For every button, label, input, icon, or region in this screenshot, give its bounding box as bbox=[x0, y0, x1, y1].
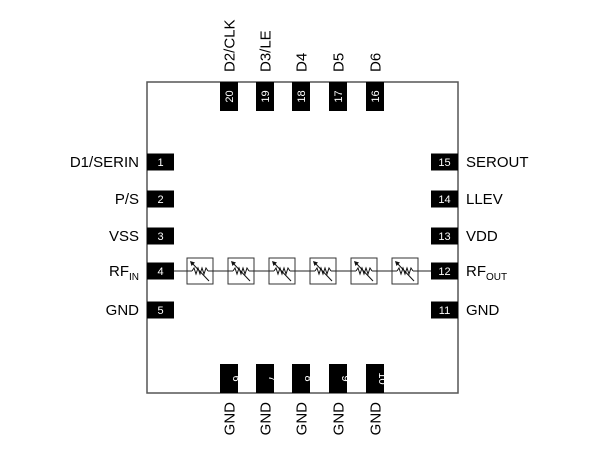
pin-pad bbox=[147, 190, 174, 208]
pin-number: 20 bbox=[224, 90, 236, 102]
pin-pad bbox=[147, 227, 174, 245]
pin-label: GND bbox=[294, 402, 311, 436]
pin-pad bbox=[147, 153, 174, 171]
pin-number: 3 bbox=[157, 231, 163, 243]
pin-number: 14 bbox=[438, 194, 450, 206]
pin-number: 18 bbox=[296, 90, 308, 102]
pin-number: 4 bbox=[157, 266, 163, 278]
variable-resistor-icon bbox=[391, 257, 419, 285]
pin-pad bbox=[431, 301, 458, 319]
pin-pad bbox=[431, 262, 458, 280]
pin-number: 17 bbox=[333, 90, 345, 102]
package-outline bbox=[146, 81, 459, 394]
pin-1: 1 D1/SERIN bbox=[70, 153, 174, 171]
pin-pad bbox=[256, 364, 274, 393]
pin-label: GND bbox=[258, 402, 275, 436]
pin-2: 2 P/S bbox=[115, 190, 174, 208]
pin-number: 15 bbox=[438, 157, 450, 169]
pin-label: LLEV bbox=[466, 191, 503, 208]
variable-resistor-icon bbox=[350, 257, 378, 285]
pin-4: 4 RFIN bbox=[109, 262, 174, 283]
pin-label: GND bbox=[331, 402, 348, 436]
pin-pad bbox=[256, 82, 274, 111]
pin-label: RFOUT bbox=[466, 263, 507, 283]
pin-label: GND bbox=[222, 402, 239, 436]
pin-number: 13 bbox=[438, 231, 450, 243]
pin-pad bbox=[366, 82, 384, 111]
pin-20: 20 D2/CLK bbox=[220, 19, 239, 111]
pin-number: 11 bbox=[439, 305, 450, 317]
pin-pad bbox=[292, 364, 310, 393]
pin-label: D5 bbox=[331, 53, 348, 72]
pin-number: 9 bbox=[339, 375, 351, 381]
variable-resistor-icon bbox=[268, 257, 296, 285]
pins-left: 1 D1/SERIN 2 P/S 3 VSS 4 RFIN 5 GND bbox=[70, 153, 174, 319]
pin-label: D1/SERIN bbox=[70, 154, 139, 171]
pin-label: RFIN bbox=[109, 263, 139, 283]
pin-number: 5 bbox=[157, 305, 163, 317]
pin-5: 5 GND bbox=[106, 301, 174, 319]
pin-pad bbox=[329, 364, 347, 393]
pin-15: 15 SEROUT bbox=[431, 153, 529, 171]
pin-pad bbox=[220, 82, 238, 111]
pin-pad bbox=[220, 364, 238, 393]
pin-pad bbox=[366, 364, 384, 393]
pin-pad bbox=[431, 190, 458, 208]
pin-pad bbox=[147, 301, 174, 319]
pin-number: 10 bbox=[376, 372, 388, 384]
pin-label: GND bbox=[106, 302, 140, 319]
variable-resistor-icon bbox=[186, 257, 214, 285]
pin-label: VDD bbox=[466, 228, 498, 245]
pin-pad bbox=[431, 227, 458, 245]
pin-3: 3 VSS bbox=[109, 227, 174, 245]
pin-label: SEROUT bbox=[466, 154, 529, 171]
variable-resistor-icon bbox=[309, 257, 337, 285]
pin-label: GND bbox=[368, 402, 385, 436]
pin-number: 8 bbox=[302, 375, 314, 381]
pin-13: 13 VDD bbox=[431, 227, 498, 245]
pin-label: D4 bbox=[294, 53, 311, 72]
pin-11: 11 GND bbox=[431, 301, 500, 319]
pin-label: D3/LE bbox=[258, 30, 275, 72]
pins-right: 11 GND 12 RFOUT 13 VDD 14 LLEV 15 SEROUT bbox=[431, 153, 529, 319]
pin-label: GND bbox=[466, 302, 500, 319]
pin-14: 14 LLEV bbox=[431, 190, 503, 208]
pin-number: 6 bbox=[230, 375, 242, 381]
pin-number: 16 bbox=[370, 90, 382, 102]
pin-12: 12 RFOUT bbox=[431, 262, 507, 283]
pin-label: D6 bbox=[368, 53, 385, 72]
pin-17: 17 D5 bbox=[329, 53, 348, 111]
pins-top: 16 D6 17 D5 18 D4 19 D3/LE 20 D2/CLK bbox=[220, 19, 385, 111]
pin-label: VSS bbox=[109, 228, 139, 245]
pin-pad bbox=[147, 262, 174, 280]
pin-number: 7 bbox=[266, 375, 278, 381]
pin-number: 12 bbox=[438, 266, 450, 278]
pin-19: 19 D3/LE bbox=[256, 30, 275, 111]
pin-pad bbox=[292, 82, 310, 111]
pin-18: 18 D4 bbox=[292, 53, 311, 111]
pin-number: 1 bbox=[157, 157, 163, 169]
pin-pad bbox=[329, 82, 347, 111]
pin-pad bbox=[431, 153, 458, 171]
variable-resistor-icon bbox=[227, 257, 255, 285]
pin-number: 19 bbox=[260, 90, 272, 102]
pin-16: 16 D6 bbox=[366, 53, 385, 111]
attenuator-chain bbox=[186, 257, 419, 285]
pin-number: 2 bbox=[157, 194, 163, 206]
pin-label: D2/CLK bbox=[222, 19, 239, 72]
pin-label: P/S bbox=[115, 191, 139, 208]
